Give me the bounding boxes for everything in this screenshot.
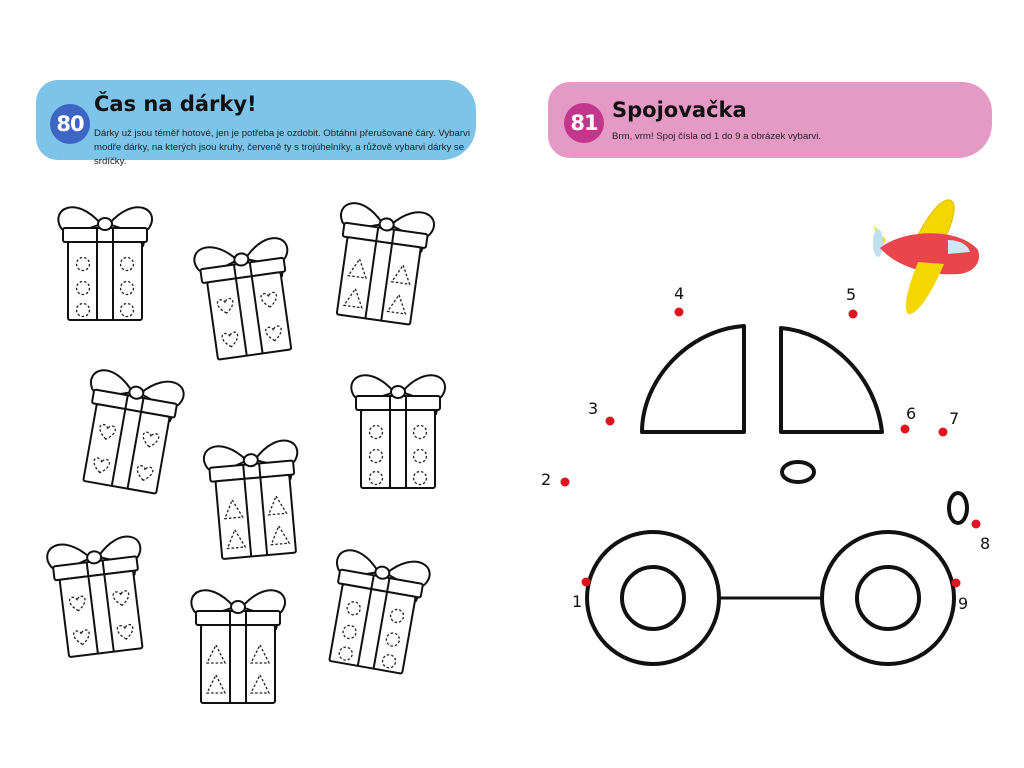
gift-triangles-3 <box>191 590 285 703</box>
dot-6 <box>900 424 910 434</box>
gift-circles-1 <box>58 207 152 320</box>
airplane-icon <box>873 199 980 315</box>
connect-dots <box>560 307 981 588</box>
gift-hearts-3 <box>46 535 153 658</box>
right-page-instructions: Brm, vrm! Spoj čísla od 1 do 9 a obrázek… <box>612 131 822 142</box>
dot-label-6: 6 <box>906 404 916 423</box>
dot-labels: 1 2 3 4 5 6 7 8 9 <box>541 284 990 613</box>
dot-4 <box>674 307 684 317</box>
dot-1 <box>581 577 591 587</box>
dot-label-3: 3 <box>588 399 598 418</box>
dot-label-2: 2 <box>541 470 551 489</box>
dot-5 <box>848 309 858 319</box>
page-number-badge-left: 80 <box>50 104 90 144</box>
gift-circles-3 <box>320 548 432 675</box>
gift-triangles-2 <box>203 439 306 559</box>
car-outline <box>585 324 969 666</box>
dot-label-1: 1 <box>572 592 582 611</box>
right-page-header: 81 Spojovačka Brm, vrm! Spoj čísla od 1 … <box>548 82 992 158</box>
page-number-badge-right: 81 <box>564 103 604 143</box>
gift-hearts-2 <box>74 368 186 495</box>
dot-3 <box>605 416 615 426</box>
dot-label-9: 9 <box>958 594 968 613</box>
dot-label-5: 5 <box>846 285 856 304</box>
dot-8 <box>971 519 981 529</box>
gift-hearts-1 <box>193 236 301 361</box>
dot-9 <box>951 578 961 588</box>
left-page-title: Čas na dárky! <box>94 92 257 116</box>
dot-label-8: 8 <box>980 534 990 553</box>
dot-7 <box>938 427 948 437</box>
dot-2 <box>560 477 570 487</box>
left-page-instructions: Dárky už jsou téměř hotové, jen je potře… <box>94 128 470 167</box>
left-page-header: 80 Čas na dárky! Dárky už jsou téměř hot… <box>36 80 476 167</box>
gift-triangles-1 <box>327 201 435 326</box>
gift-circles-2 <box>351 375 445 488</box>
dot-label-7: 7 <box>949 409 959 428</box>
dot-label-4: 4 <box>674 284 684 303</box>
right-page-title: Spojovačka <box>612 98 747 122</box>
